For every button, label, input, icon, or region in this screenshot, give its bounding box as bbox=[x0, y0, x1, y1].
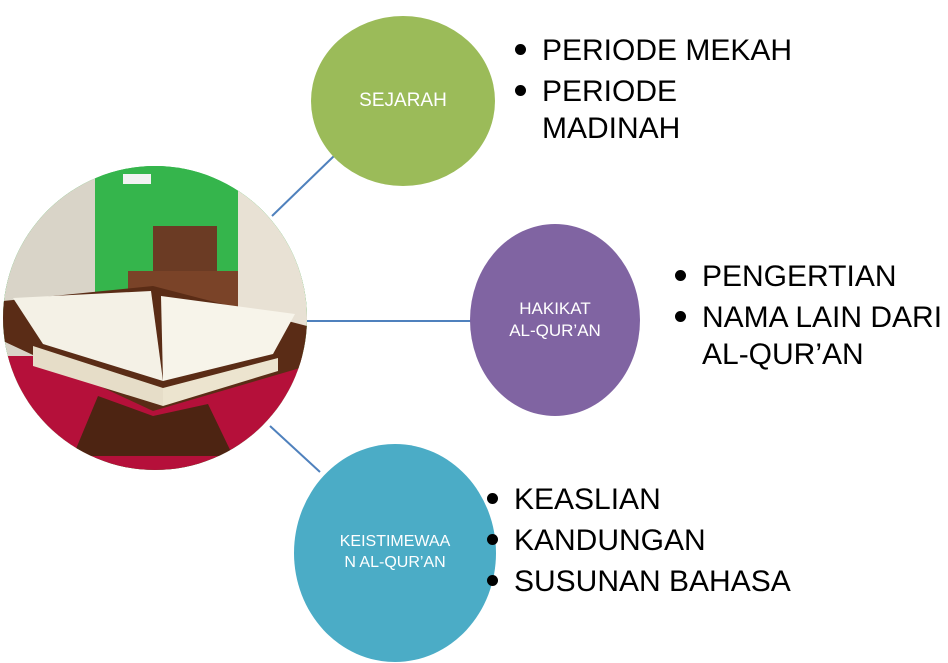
keistimewaan-bullet-list: KEASLIAN KANDUNGAN SUSUNAN BAHASA bbox=[487, 481, 807, 604]
list-item: KANDUNGAN bbox=[487, 522, 807, 559]
topic-keistimewaan-label: KEISTIMEWAA N AL-QUR’AN bbox=[339, 533, 451, 571]
topic-hakikat: HAKIKAT AL-QUR’AN bbox=[470, 224, 640, 416]
list-item: NAMA LAIN DARI AL-QUR’AN bbox=[675, 299, 948, 373]
connector-keistimewaan bbox=[269, 425, 321, 473]
list-item: PERIODE MEKAH bbox=[515, 32, 805, 69]
topic-sejarah: SEJARAH bbox=[311, 16, 495, 186]
sejarah-bullet-list: PERIODE MEKAH PERIODE MADINAH bbox=[515, 32, 805, 151]
list-item: PERIODE MADINAH bbox=[515, 73, 805, 147]
list-item: SUSUNAN BAHASA bbox=[487, 563, 807, 600]
topic-sejarah-label: SEJARAH bbox=[359, 89, 447, 111]
topic-hakikat-label: HAKIKAT AL-QUR’AN bbox=[509, 298, 601, 340]
quran-photo bbox=[3, 166, 307, 470]
hakikat-bullet-list: PENGERTIAN NAMA LAIN DARI AL-QUR’AN bbox=[675, 258, 948, 377]
connector-sejarah bbox=[271, 155, 335, 217]
list-item: KEASLIAN bbox=[487, 481, 807, 518]
list-item: PENGERTIAN bbox=[675, 258, 948, 295]
topic-keistimewaan: KEISTIMEWAA N AL-QUR’AN bbox=[294, 444, 496, 662]
